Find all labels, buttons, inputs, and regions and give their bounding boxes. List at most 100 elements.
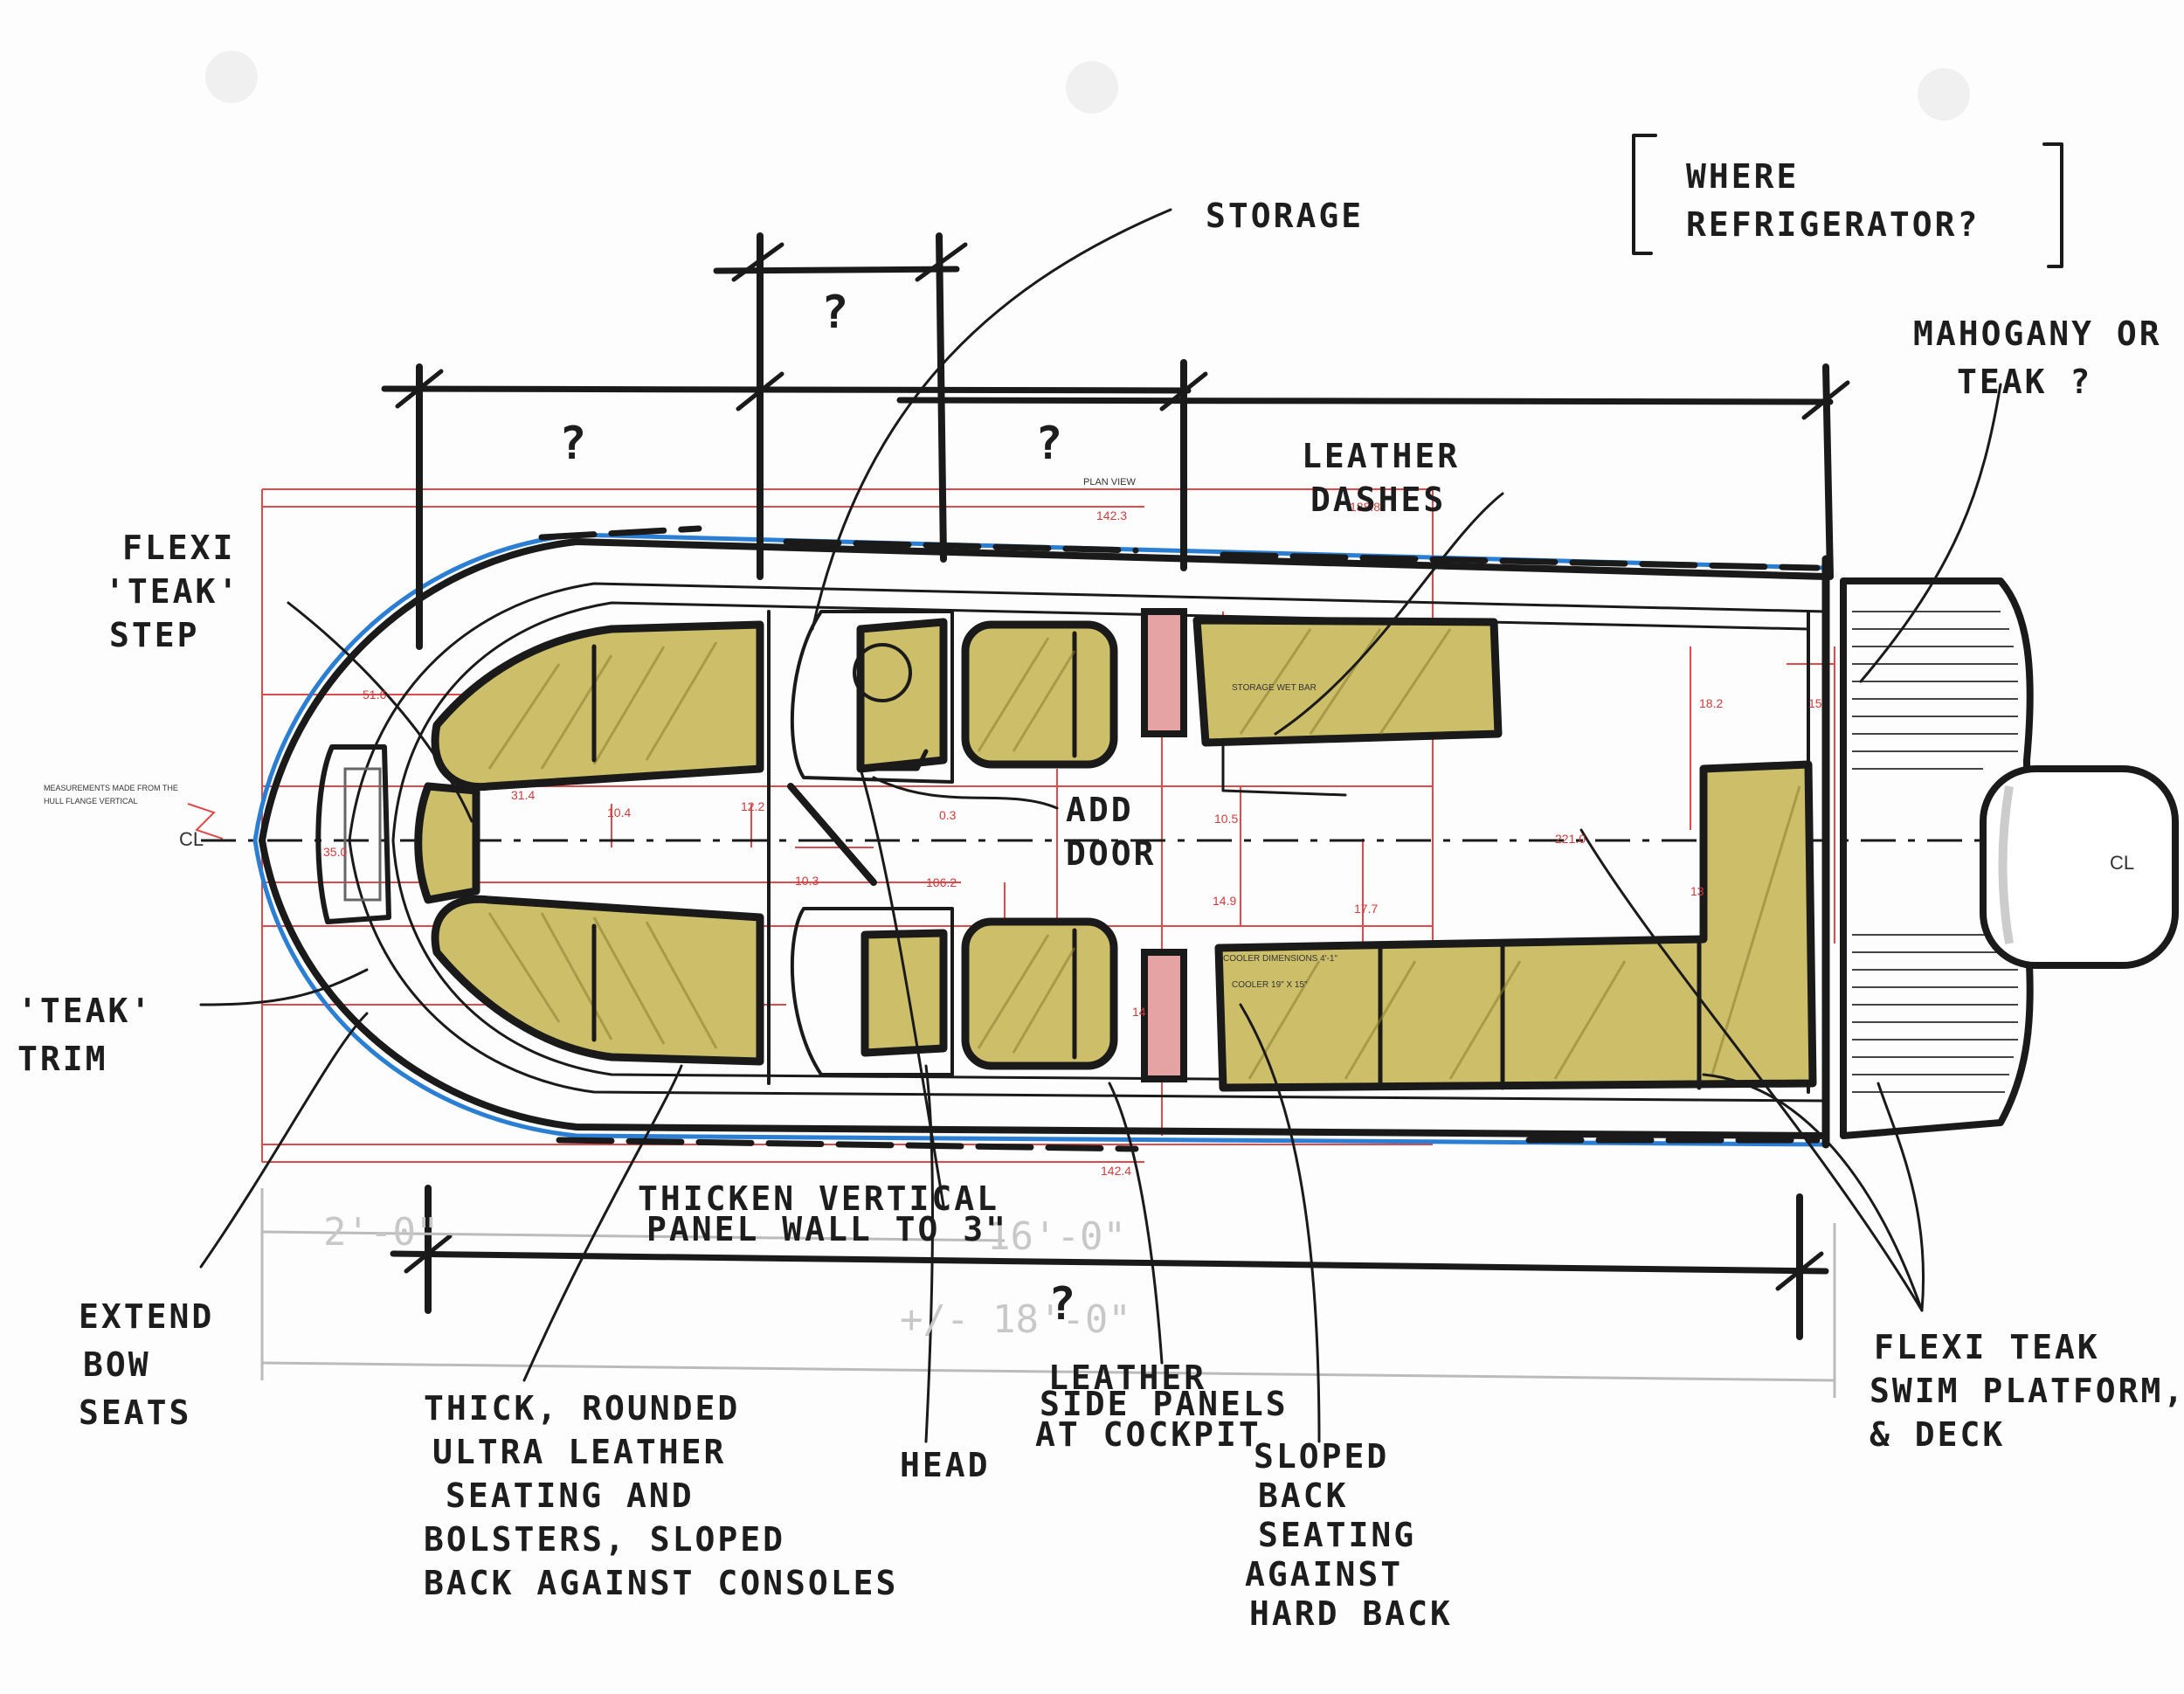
helm-seat-port — [961, 620, 1118, 769]
note-where-fridge: REFRIGERATOR? — [1686, 205, 1980, 244]
fridge-bracket — [1632, 134, 2063, 268]
svg-text:COOLER DIMENSIONS 4'-1": COOLER DIMENSIONS 4'-1" — [1223, 954, 1337, 964]
note-sloped-back: SLOPED — [1254, 1437, 1389, 1476]
note-thick-rounded: THICK, ROUNDED — [424, 1389, 740, 1428]
note-extend-bow: SEATS — [79, 1393, 191, 1432]
handwritten-notes: STORAGE WHERE REFRIGERATOR? MAHOGANY OR … — [17, 157, 2184, 1633]
dim-16ft: 16'-0" — [987, 1214, 1126, 1259]
note-flexi-swim: SWIM PLATFORM, — [1870, 1372, 2184, 1410]
note-head: HEAD — [900, 1446, 991, 1484]
note-sloped-back: AGAINST — [1245, 1555, 1403, 1594]
svg-text:14.9: 14.9 — [1213, 894, 1236, 908]
note-flexi-swim: & DECK — [1870, 1415, 2005, 1454]
printed-labels: PLAN VIEW MEASUREMENTS MADE FROM THE HUL… — [44, 477, 2134, 990]
svg-text:51.6: 51.6 — [363, 688, 386, 702]
bow-step — [315, 744, 391, 924]
svg-text:106.2: 106.2 — [926, 875, 957, 889]
hull-gunwale — [348, 582, 1828, 1103]
svg-text:142.4: 142.4 — [1101, 1164, 1131, 1178]
note-thicken-panel: THICKEN VERTICAL — [638, 1179, 999, 1218]
wet-bar-seat — [1192, 616, 1503, 747]
dim-18ft: +/- 18'-0" — [900, 1297, 1131, 1342]
svg-text:COOLER 19" X 15": COOLER 19" X 15" — [1232, 980, 1308, 990]
note-leather-dashes: DASHES — [1310, 481, 1446, 519]
q-mark: ? — [559, 418, 589, 470]
svg-text:221.0: 221.0 — [1555, 832, 1586, 846]
note-leather-side: AT COCKPIT — [1035, 1415, 1261, 1454]
note-thicken-panel: PANEL WALL TO 3" — [646, 1210, 1008, 1248]
note-sloped-back: HARD BACK — [1249, 1594, 1453, 1633]
svg-text:10.5: 10.5 — [1214, 812, 1238, 826]
hull-blue-outline — [252, 532, 1827, 1147]
top-dimension-lines — [381, 232, 1850, 650]
svg-text:STORAGE WET BAR: STORAGE WET BAR — [1232, 683, 1317, 693]
question-marks: ? ? ? ? — [559, 287, 1078, 1331]
note-mahogany: TEAK ? — [1957, 363, 2092, 401]
helm-seat-starboard — [961, 917, 1118, 1070]
svg-text:188.8: 188.8 — [1350, 500, 1380, 514]
note-thick-rounded: ULTRA LEATHER — [432, 1433, 726, 1471]
note-leather-dashes: LEATHER — [1302, 437, 1460, 475]
centerline-label-bow: CL — [179, 828, 204, 850]
helm-seats — [961, 620, 1118, 1070]
svg-text:0.3: 0.3 — [939, 808, 957, 822]
note-add-door: DOOR — [1066, 834, 1157, 873]
svg-text:14: 14 — [1132, 1005, 1146, 1019]
svg-text:12.2: 12.2 — [741, 799, 764, 813]
note-extend-bow: EXTEND — [79, 1297, 214, 1336]
cockpit-seating — [1192, 616, 1817, 1092]
red-dimension-text: 142.3 188.8 51.6 31.4 35.0 10.4 12.2 0.3… — [323, 500, 1822, 1178]
svg-text:17.7: 17.7 — [1354, 902, 1378, 916]
svg-text:35.0: 35.0 — [323, 845, 347, 859]
svg-text:HULL FLANGE VERTICAL: HULL FLANGE VERTICAL — [44, 797, 138, 806]
note-thick-rounded: BOLSTERS, SLOPED — [424, 1520, 785, 1559]
note-flexi-swim: FLEXI TEAK — [1874, 1328, 2100, 1366]
bottom-dimension-lines — [260, 1185, 1836, 1398]
note-flexi-step: FLEXI — [122, 529, 235, 567]
svg-text:18.2: 18.2 — [1699, 696, 1723, 710]
svg-text:PLAN VIEW: PLAN VIEW — [1083, 477, 1137, 487]
binder-hole — [1918, 68, 1970, 121]
engine-cowling — [1980, 765, 2179, 969]
binder-hole — [205, 51, 258, 103]
side-panels — [1141, 608, 1187, 1082]
pencil-dimension-text: 2'-0" 16'-0" +/- 18'-0" — [323, 1210, 1131, 1342]
centerline-label-stern: CL — [2110, 852, 2134, 874]
note-mahogany: MAHOGANY OR — [1913, 315, 2162, 353]
note-thick-rounded: SEATING AND — [446, 1476, 695, 1515]
binder-holes — [205, 51, 1970, 121]
note-leather-side: SIDE PANELS — [1040, 1385, 1289, 1423]
svg-text:31.4: 31.4 — [511, 788, 535, 802]
note-sloped-back: SEATING — [1258, 1516, 1416, 1554]
bow-seating — [414, 620, 764, 1066]
note-sloped-back: BACK — [1258, 1476, 1349, 1515]
aft-l-seat — [1214, 760, 1817, 1092]
leader-lines — [199, 208, 2002, 1443]
q-mark: ? — [821, 287, 851, 339]
centerline — [201, 839, 2149, 862]
note-where-fridge: WHERE — [1686, 157, 1799, 196]
q-mark: ? — [1048, 1278, 1078, 1331]
svg-text:10.3: 10.3 — [795, 874, 819, 888]
note-storage: STORAGE — [1206, 197, 1364, 235]
swim-platform — [1840, 577, 2179, 1139]
hull-outer — [259, 538, 1829, 1139]
note-leather-side: LEATHER — [1048, 1359, 1206, 1397]
dim-2ft: 2'-0" — [323, 1210, 439, 1255]
bow-seat-starboard — [431, 895, 764, 1066]
note-add-door: ADD — [1066, 791, 1134, 829]
port-console-seat — [856, 618, 948, 773]
svg-text:13: 13 — [1690, 884, 1704, 898]
windshield-consoles — [767, 610, 954, 1085]
hull — [252, 532, 1830, 1149]
note-extend-bow: BOW — [83, 1345, 151, 1384]
svg-text:15: 15 — [1808, 696, 1822, 710]
note-flexi-step: 'TEAK' — [105, 572, 240, 611]
note-flexi-step: STEP — [109, 616, 200, 654]
note-thick-rounded: BACK AGAINST CONSOLES — [424, 1564, 898, 1602]
svg-text:MEASUREMENTS MADE FROM THE: MEASUREMENTS MADE FROM THE — [44, 784, 178, 792]
hull-inner-liner — [391, 601, 1810, 1085]
svg-text:10.4: 10.4 — [607, 806, 631, 819]
